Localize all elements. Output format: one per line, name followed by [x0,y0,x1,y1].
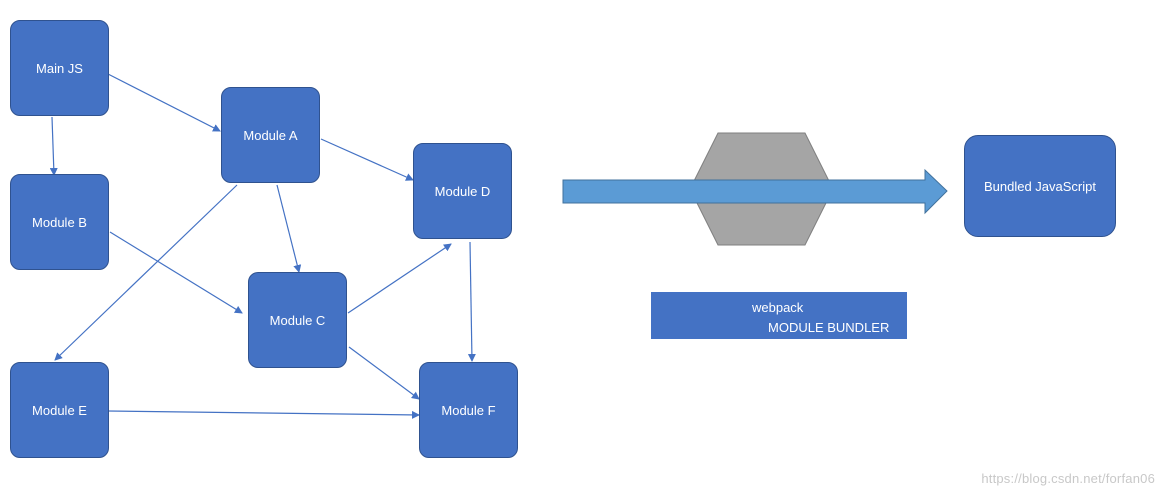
node-main-js: Main JS [10,20,109,116]
edge-b-to-c [109,231,243,314]
node-module-b: Module B [10,174,109,270]
bundler-subtitle: MODULE BUNDLER [768,320,890,335]
node-module-c: Module C [248,272,347,368]
edge-a-to-c [276,184,302,273]
watermark-text: https://blog.csdn.net/forfan06 [981,471,1155,486]
edge-main-to-a [107,73,221,132]
bundle-flow-arrow [562,168,948,215]
node-label: Module A [243,127,298,143]
node-module-a: Module A [221,87,320,183]
node-label: Module F [441,402,496,418]
edge-c-to-d [347,243,452,314]
edge-main-to-b [49,116,58,176]
node-label: Module E [32,402,87,418]
edge-c-to-f [348,346,420,400]
node-label: Main JS [36,60,83,76]
node-bundled-javascript: Bundled JavaScript [964,135,1116,237]
node-label: Bundled JavaScript [983,178,1096,194]
node-module-e: Module E [10,362,109,458]
node-module-f: Module F [419,362,518,458]
node-label: Module B [32,214,87,230]
edge-d-to-f [467,241,476,362]
edge-a-to-d [320,138,414,181]
node-label: Module D [434,183,491,199]
node-module-d: Module D [413,143,512,239]
bundler-label-box: webpack MODULE BUNDLER [651,292,907,339]
edge-e-to-f [107,410,420,419]
bundler-name: webpack [752,300,804,315]
node-label: Module C [269,312,326,328]
bundler-hexagon [689,132,834,246]
